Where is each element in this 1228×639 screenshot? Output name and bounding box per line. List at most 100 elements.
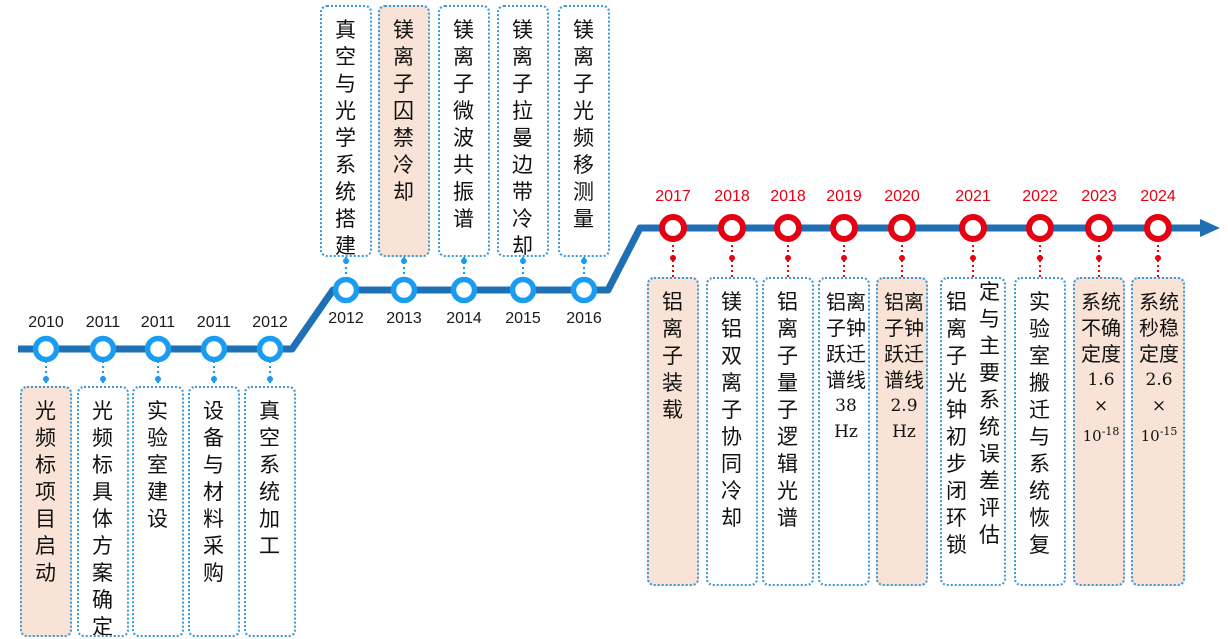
event-char: 线	[846, 368, 866, 392]
event-char: 统	[1159, 290, 1179, 314]
event-label: 铝离子量子逻辑光谱	[776, 290, 798, 530]
event-power: 10-18	[1075, 419, 1123, 449]
event-label: 实验室建设	[146, 399, 168, 531]
year-label: 2019	[826, 188, 862, 205]
year-label: 2011	[85, 314, 121, 331]
event-char: 迁	[904, 342, 924, 366]
year-label: 2016	[566, 310, 602, 327]
event-base: 10	[1140, 427, 1160, 445]
event-label: 真空系统加工	[258, 399, 280, 558]
connector-dot	[520, 258, 526, 264]
event-char: 铝	[826, 290, 846, 314]
timeline-node	[256, 335, 284, 363]
connector-dot	[100, 376, 106, 382]
event-char: 谱	[884, 368, 904, 392]
year-label: 2012	[328, 310, 364, 327]
event-label: 光频标具体方案确定	[91, 399, 113, 637]
event-char: 系	[1139, 290, 1159, 314]
event-char: 钟	[904, 316, 924, 340]
event-char: 统	[1101, 290, 1121, 314]
event-box: 铝离子装载	[647, 277, 699, 586]
year-label: 2013	[386, 310, 422, 327]
connector-dot	[211, 376, 217, 382]
event-box: 镁铝双离子协同冷却	[706, 277, 758, 586]
event-times: ×	[1151, 396, 1167, 416]
timeline-node-center	[1037, 225, 1043, 231]
event-box: 镁离子囚禁冷却	[378, 5, 430, 257]
event-char: 谱	[826, 368, 846, 392]
event-base: 10	[1082, 427, 1102, 445]
connector-dot	[343, 258, 349, 264]
event-box: 真空系统加工	[244, 386, 296, 637]
year-label: 2014	[446, 310, 482, 327]
event-box: 镁离子拉曼边带冷却	[497, 5, 549, 257]
year-label: 2018	[770, 188, 806, 205]
year-label: 2021	[955, 188, 991, 205]
event-label-column: 铝离子光钟初步闭环锁	[946, 290, 967, 557]
event-box: 设备与材料采购	[188, 386, 240, 637]
event-char: 离	[904, 290, 924, 314]
event-char: 钟	[846, 316, 866, 340]
event-label: 镁铝双离子协同冷却	[720, 290, 742, 530]
event-times: ×	[1093, 396, 1109, 416]
connector-dot	[970, 255, 976, 261]
connector-dot	[841, 255, 847, 261]
event-label: 实验室搬迁与系统恢复	[1028, 290, 1050, 557]
year-label: 2024	[1140, 188, 1176, 205]
event-box: 镁离子微波共振谱	[438, 5, 490, 257]
connector-dot	[461, 258, 467, 264]
timeline-node-center	[670, 225, 676, 231]
connector-dot	[1037, 255, 1043, 261]
event-char: 度	[1159, 342, 1179, 366]
year-label: 2020	[884, 188, 920, 205]
timeline-node	[32, 335, 60, 363]
timeline-node	[509, 276, 537, 304]
connector-dot	[267, 376, 273, 382]
event-value: 38	[835, 396, 857, 416]
event-exponent: -18	[1101, 425, 1120, 438]
event-label: 镁离子光频移测量	[572, 18, 594, 231]
event-label-column: 定与主要系统误差评估	[979, 280, 1000, 547]
event-char: 定	[1081, 342, 1101, 366]
connector-dot	[729, 255, 735, 261]
connector-dot	[899, 255, 905, 261]
timeline-node-center	[970, 225, 976, 231]
timeline-node	[144, 335, 172, 363]
timeline-node-center	[841, 225, 847, 231]
event-char: 线	[904, 368, 924, 392]
year-label: 2018	[714, 188, 750, 205]
event-char: 不	[1081, 316, 1101, 340]
event-label: 光频标项目启动	[34, 399, 56, 585]
event-mantissa: 1.6	[1087, 370, 1115, 390]
timeline-node	[450, 276, 478, 304]
year-label: 2011	[196, 314, 232, 331]
timeline-node	[200, 335, 228, 363]
event-unit: Hz	[892, 422, 916, 442]
connector-dot	[785, 255, 791, 261]
event-char: 跃	[884, 342, 904, 366]
event-box: 铝离子光钟初步闭环锁定与主要系统误差评估	[940, 277, 1006, 586]
event-box: 真空与光学系统搭建	[320, 5, 372, 257]
event-value: 2.9	[890, 396, 918, 416]
event-box: 镁离子光频移测量	[558, 5, 610, 257]
event-box: 铝离子量子逻辑光谱	[762, 277, 814, 586]
timeline-node	[570, 276, 598, 304]
event-exponent: -15	[1159, 425, 1178, 438]
timeline-node-center	[1096, 225, 1102, 231]
event-label: 真空与光学系统搭建	[334, 18, 356, 257]
event-power: 10-15	[1133, 419, 1183, 449]
event-char: 度	[1101, 342, 1121, 366]
event-box: 光频标项目启动	[20, 386, 72, 637]
event-char: 铝	[884, 290, 904, 314]
timeline-node-center	[1155, 225, 1161, 231]
event-unit: Hz	[834, 422, 858, 442]
event-box: 光频标具体方案确定	[77, 386, 129, 637]
